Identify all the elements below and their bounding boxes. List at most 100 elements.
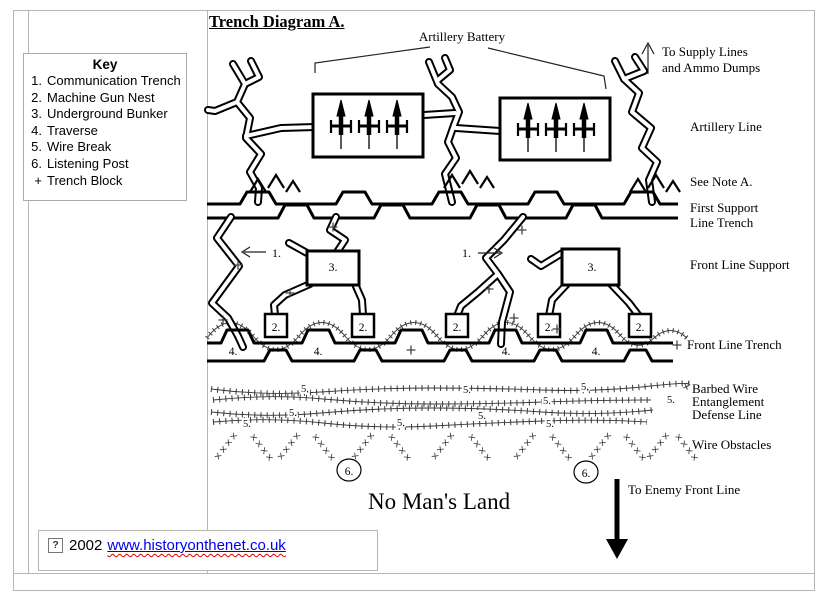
to-enemy-label: To Enemy Front Line (628, 482, 740, 497)
key-item: 2. Machine Gun Nest (24, 90, 186, 107)
nest-marker: 2. (359, 322, 368, 334)
artillery-battery-right (498, 96, 612, 162)
barbed-wire-label-2: Entanglement (692, 394, 765, 409)
wire-break-marker: 5. (478, 411, 486, 422)
underground-bunker: 3. (560, 247, 621, 287)
leader-line-left (314, 46, 431, 73)
website-link[interactable]: www.historyonthenet.co.uk (107, 537, 285, 554)
leader-line-right (487, 47, 607, 90)
key-item-label: Trench Block (47, 172, 123, 188)
wire-break-marker: 5. (543, 396, 551, 407)
wire-obstacles-field: ×××× ×××× ×××× ×××× ×××× ×××× ×××× ×××× … (212, 429, 701, 464)
traverse-marker: 4. (592, 346, 601, 358)
supply-label-2: and Ammo Dumps (662, 60, 760, 75)
wire-break-marker: 5. (546, 419, 554, 430)
supply-label-1: To Supply Lines (662, 44, 748, 59)
broken-image-icon: ? (48, 538, 63, 553)
artillery-battery-label: Artillery Battery (419, 29, 506, 44)
key-item-label: Machine Gun Nest (47, 89, 155, 105)
svg-text:××××: ×××× (275, 429, 305, 462)
key-item-label: Traverse (47, 122, 98, 138)
see-note-label: See Note A. (690, 174, 752, 189)
svg-text:××××: ×××× (586, 429, 616, 462)
diagram-labels: To Supply Lines and Ammo Dumps Artillery… (628, 44, 790, 497)
copyright-year: 2002 (69, 537, 103, 554)
svg-text:××××: ×××× (247, 431, 277, 464)
nest-marker: 2. (545, 322, 554, 334)
key-item: + Trench Block (24, 173, 186, 190)
svg-text:××××: ×××× (349, 429, 379, 462)
nest-marker: 2. (636, 322, 645, 334)
comm-trench-marker: 1. (272, 246, 281, 260)
page-frame (13, 10, 815, 591)
key-item-marker: 1. (31, 73, 42, 88)
svg-text:××××: ×××× (385, 431, 415, 464)
supply-arrow (641, 41, 655, 74)
key-item: 4. Traverse (24, 123, 186, 140)
svg-text:××××: ×××× (429, 429, 459, 462)
listening-post: 6. (336, 458, 362, 482)
front-line-trench-label: Front Line Trench (687, 337, 782, 352)
artillery-battery-callout: Artillery Battery (314, 29, 607, 90)
key-item-label: Wire Break (47, 139, 112, 155)
note-a-chevrons (249, 168, 681, 193)
bunker-marker: 3. (329, 260, 338, 274)
front-line-trench: 4. 4. 4. 4. (207, 328, 673, 363)
key-item: 6. Listening Post (24, 156, 186, 173)
traverse-marker: 4. (502, 346, 511, 358)
first-support-line-trench (207, 190, 678, 220)
svg-text:××××: ×××× (309, 431, 339, 464)
key-legend: Key 1. Communication Trench 2. Machine G… (23, 53, 187, 201)
copyright-box: ? 2002 www.historyonthenet.co.uk (38, 530, 378, 571)
key-item-marker: + (34, 172, 42, 188)
wire-break-marker: 5. (243, 419, 251, 430)
svg-text:××××: ×××× (511, 429, 541, 462)
key-item-marker: 2. (31, 89, 42, 105)
nest-marker: 2. (272, 322, 281, 334)
communication-trench-pointers: 1. 1. (240, 246, 504, 260)
key-item-marker: 4. (31, 122, 42, 138)
listening-post-marker: 6. (582, 468, 591, 480)
key-item-marker: 5. (31, 139, 42, 155)
svg-text:××××: ×××× (465, 431, 495, 464)
comm-trench-marker: 1. (462, 246, 471, 260)
wire-break-marker: 5. (397, 418, 405, 429)
artillery-line-label: Artillery Line (690, 119, 762, 134)
no-mans-land-label: No Man's Land (368, 489, 511, 514)
wire-break-marker: 5. (289, 408, 297, 419)
key-heading: Key (92, 57, 118, 72)
first-support-label-1: First Support (690, 200, 759, 215)
front-line-support-label: Front Line Support (690, 257, 790, 272)
barbed-wire-label-3: Defense Line (692, 407, 762, 422)
website-link-text: www.historyonthenet.co.uk (107, 537, 286, 554)
first-support-label-2: Line Trench (690, 215, 754, 230)
key-item: 5. Wire Break (24, 139, 186, 156)
artillery-battery-left (311, 92, 425, 159)
traverse-marker: 4. (229, 346, 238, 358)
listening-post: 6. (573, 460, 599, 484)
key-item-marker: 6. (31, 155, 42, 171)
machine-gun-nests: 2. 2. 2. 2. 2. (263, 312, 653, 339)
key-item-label: Listening Post (47, 155, 129, 171)
svg-text:××××: ×××× (620, 431, 650, 464)
key-item-label: Underground Bunker (47, 106, 168, 122)
key-item: 3. Underground Bunker (24, 106, 186, 123)
svg-text:××××: ×××× (212, 429, 242, 462)
wire-break-marker: 5. (463, 385, 471, 396)
traverse-marker: 4. (314, 346, 323, 358)
key-item-marker: 3. (31, 106, 42, 122)
wire-obstacles-label: Wire Obstacles (692, 437, 771, 452)
wire-break-marker: 5. (301, 384, 309, 395)
barbed-wire-label-1: Barbed Wire (692, 381, 758, 396)
nest-marker: 2. (453, 322, 462, 334)
barbed-wire-entanglement: 5. 5. 5. 5. 5. 5. 5. 5. 5. 5. (210, 380, 693, 432)
svg-text:××××: ×××× (546, 431, 576, 464)
bunker-marker: 3. (588, 260, 597, 274)
wire-break-marker: 5. (667, 395, 675, 406)
page-title: Trench Diagram A. (209, 12, 345, 31)
key-item: 1. Communication Trench (24, 73, 186, 90)
key-item-label: Communication Trench (47, 73, 181, 88)
wire-break-marker: 5. (581, 382, 589, 393)
